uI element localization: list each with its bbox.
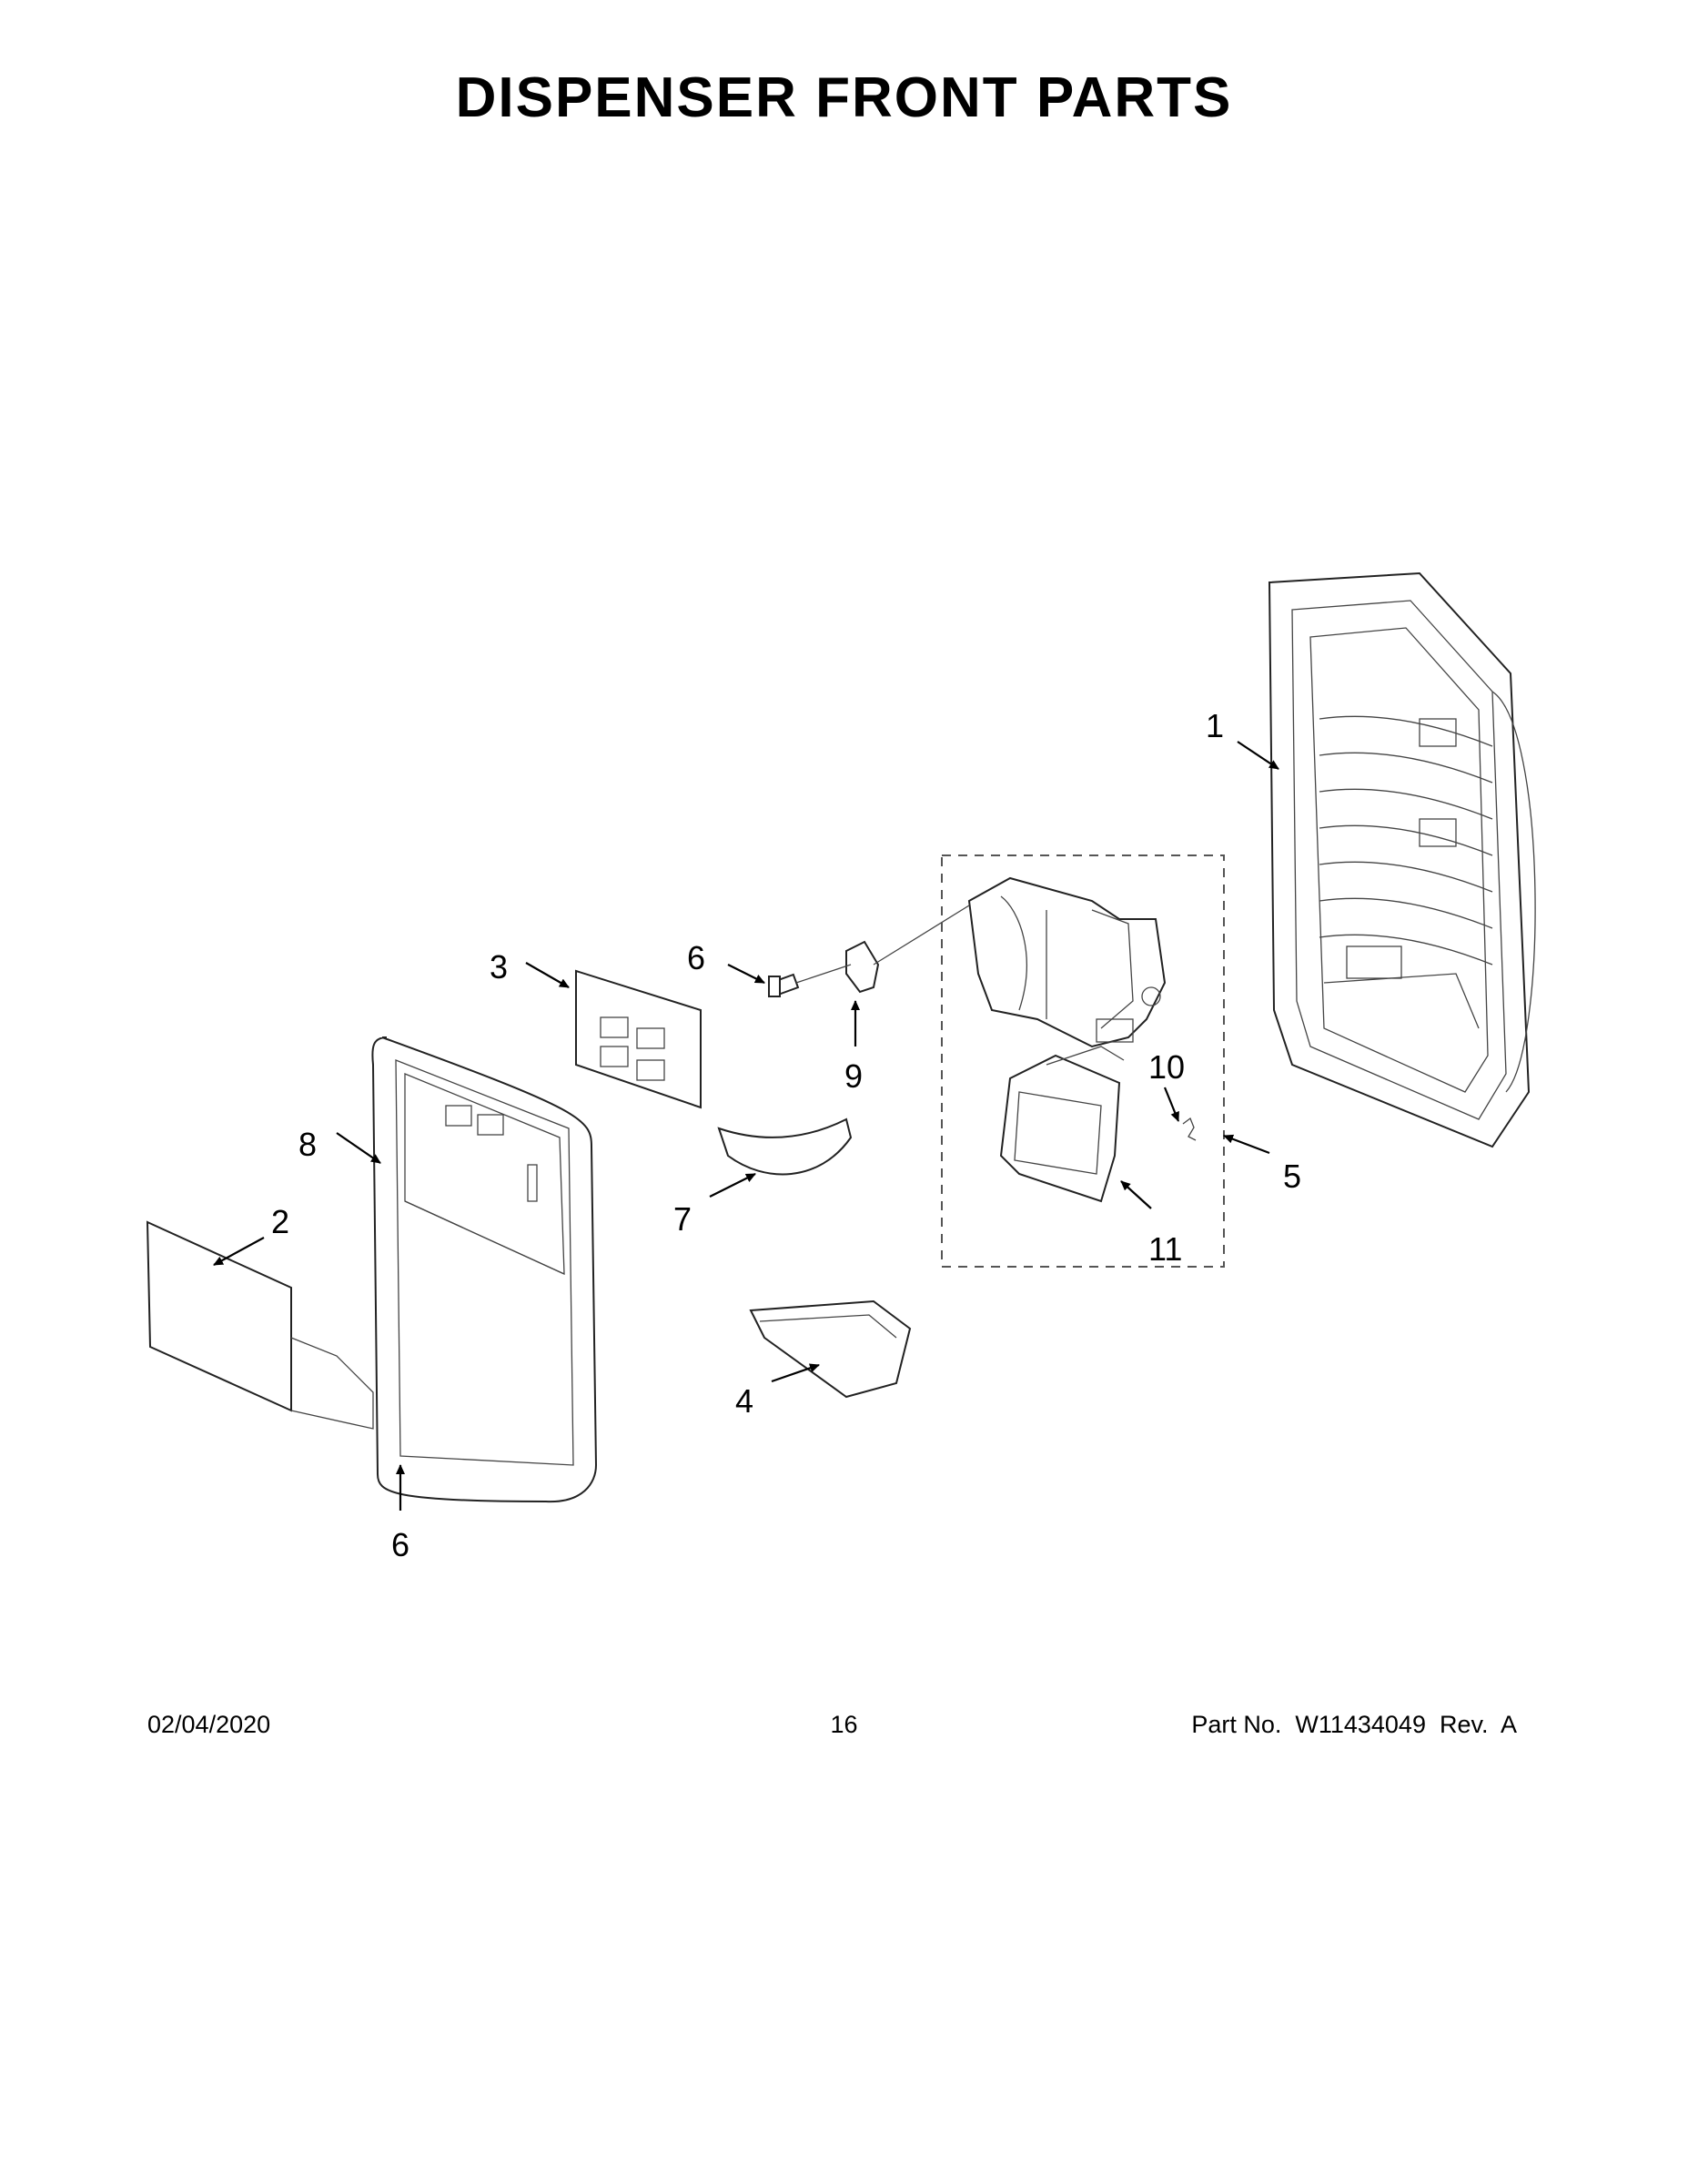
footer-page-number: 16 — [830, 1711, 858, 1738]
part-8-dispenser-frame — [371, 1036, 598, 1503]
callout-6-upper: 6 — [687, 939, 705, 976]
callout-6-lower: 6 — [391, 1526, 409, 1563]
callout-8: 8 — [298, 1126, 317, 1163]
part-5-assembly-boundary — [941, 854, 1225, 1268]
callout-4: 4 — [735, 1382, 753, 1420]
part-9-clip — [845, 940, 880, 994]
footer-part-number: Part No. W11434049 Rev. A — [1191, 1711, 1517, 1738]
callout-10: 10 — [1148, 1048, 1185, 1086]
part-5-dispenser-mechanism — [967, 876, 1167, 1048]
part-11-dispenser-paddle — [999, 1046, 1125, 1203]
part-1-dispenser-housing — [1268, 571, 1536, 1148]
callout-9: 9 — [844, 1057, 863, 1095]
leader-lines — [213, 741, 1279, 1511]
callout-3: 3 — [490, 948, 508, 986]
part-2-panel — [146, 1220, 292, 1412]
callout-2: 2 — [271, 1203, 289, 1240]
part-7-light-cover — [717, 1117, 853, 1176]
callout-5: 5 — [1283, 1158, 1301, 1195]
part-3-control-board — [575, 969, 702, 1109]
part-6-screw-upper — [768, 973, 800, 997]
callout-1: 1 — [1206, 707, 1224, 744]
part-10-spring — [1182, 1117, 1197, 1141]
footer-date: 02/04/2020 — [147, 1711, 271, 1738]
callout-7: 7 — [673, 1200, 692, 1238]
part-4-drip-tray — [749, 1299, 912, 1399]
page-title: DISPENSER FRONT PARTS — [455, 66, 1233, 129]
callout-11: 11 — [1148, 1230, 1182, 1268]
